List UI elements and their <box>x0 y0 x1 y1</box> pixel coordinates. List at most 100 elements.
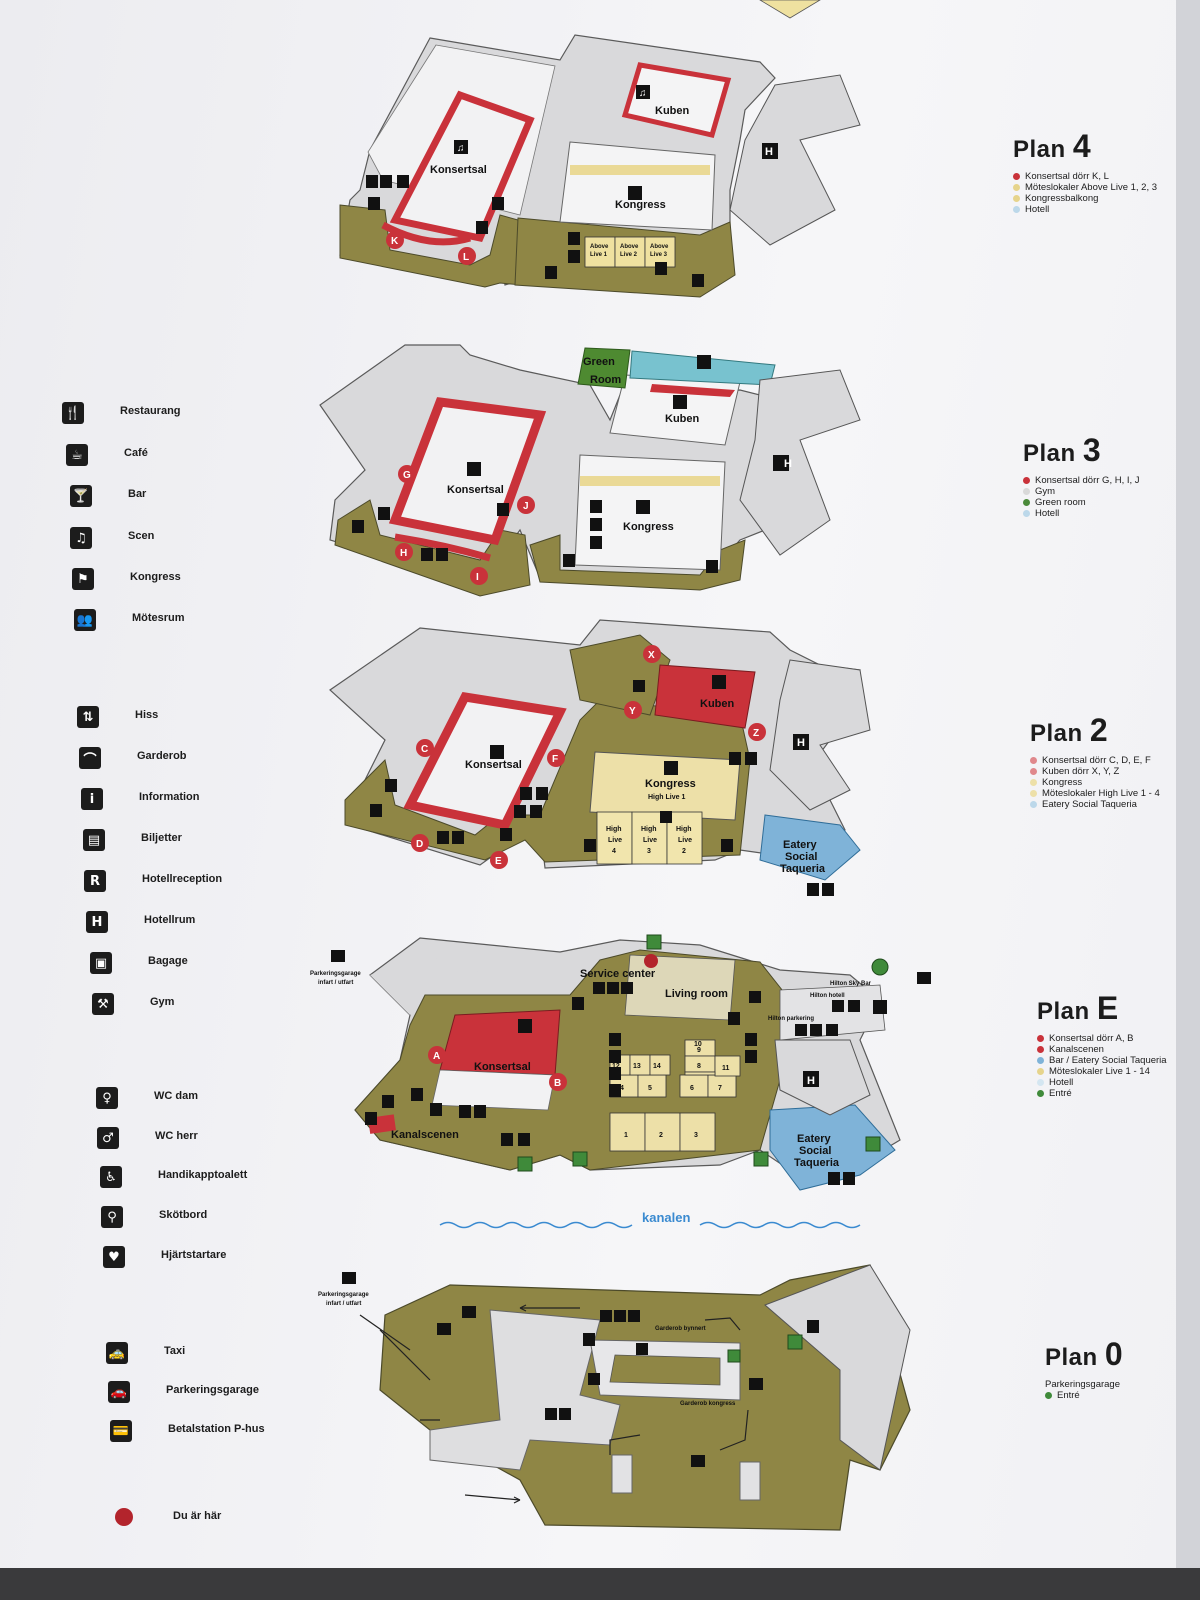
svg-text:4: 4 <box>620 1085 624 1092</box>
key-color-dot <box>1037 1079 1044 1086</box>
plan-0-title: Plan 0 <box>1045 1336 1123 1373</box>
plan-prefix: Plan <box>1030 720 1090 747</box>
parking-garage-icon: 🚗 <box>108 1381 130 1403</box>
key-text: Kongressbalkong <box>1025 193 1099 204</box>
key-text: Konsertsal dörr K, L <box>1025 171 1109 182</box>
p0-icons <box>342 1272 819 1467</box>
key-text: Entré <box>1049 1088 1072 1099</box>
pe-canal-label: kanalen <box>642 1210 690 1225</box>
key-color-dot <box>1030 790 1037 797</box>
svg-text:9: 9 <box>697 1047 701 1054</box>
plan-key-row: Green room <box>1023 497 1140 508</box>
key-text: Konsertsal dörr A, B <box>1049 1033 1134 1044</box>
accessible-toilet-icon: ♿ <box>100 1166 122 1188</box>
legend-item-taxi: 🚕Taxi <box>106 1342 185 1364</box>
key-color-dot <box>1037 1090 1044 1097</box>
p2-high-live-4-sub: Live <box>608 837 622 844</box>
p4-above-live-1-label: Above <box>590 244 609 250</box>
svg-text:5: 5 <box>648 1085 652 1092</box>
p3-icons <box>352 355 789 573</box>
p2-high-live-4-label: High <box>606 826 622 833</box>
legend-item-kongress: ⚑Kongress <box>72 568 181 590</box>
plan-number: 4 <box>1072 128 1092 164</box>
key-text: Hotell <box>1025 204 1050 215</box>
svg-text:H: H <box>400 548 407 559</box>
plan-key-row: Möteslokaler High Live 1 - 4 <box>1030 788 1160 799</box>
key-text: Möteslokaler High Live 1 - 4 <box>1042 788 1160 799</box>
plan-key-row: Konsertsal dörr K, L <box>1013 171 1157 182</box>
plan-e-eatery <box>769 1104 896 1191</box>
pe-you-are-here <box>644 954 658 968</box>
pe-hotel-parking-label: Hilton parkering <box>768 1016 814 1022</box>
key-text: Hotell <box>1049 1077 1074 1088</box>
pe-service-center-label: Service center <box>580 968 656 980</box>
svg-text:11: 11 <box>722 1065 730 1072</box>
p4-stage-icon: ♫ <box>454 140 468 154</box>
legend-item-betalstation-p-hus: 💳Betalstation P-hus <box>110 1420 265 1442</box>
svg-text:B: B <box>554 1078 561 1089</box>
svg-text:X: X <box>648 650 655 661</box>
svg-text:6: 6 <box>690 1085 694 1092</box>
plan-key-row: Hotell <box>1013 204 1157 215</box>
plan-number: 0 <box>1104 1336 1124 1372</box>
p0-cloakroom-congress-label: Garderob kongress <box>680 1401 736 1407</box>
plan-key-row: Konsertsal dörr A, B <box>1037 1033 1167 1044</box>
p4-wc-icons <box>366 175 704 287</box>
key-color-dot <box>1023 510 1030 517</box>
key-text: Konsertsal dörr C, D, E, F <box>1042 755 1151 766</box>
p2-door-e: E <box>490 851 508 869</box>
legend-item-mötesrum: 👥Mötesrum <box>74 609 185 631</box>
legend-label: Hotellreception <box>142 873 223 885</box>
pe-hotel-label: Hilton hotell <box>810 993 845 999</box>
p2-high-live-1-label: High Live 1 <box>648 794 685 801</box>
p4-above-live-1-sub: Live 1 <box>590 252 608 258</box>
elevator-icon: ⇅ <box>77 706 99 728</box>
p0-parking-label: Parkeringsgarage <box>318 1292 369 1298</box>
svg-text:K: K <box>391 236 399 247</box>
key-color-dot <box>1030 757 1037 764</box>
plan-number: 3 <box>1082 432 1102 468</box>
p2-high-live-2-sub: Live <box>678 837 692 844</box>
svg-text:C: C <box>421 744 428 755</box>
p2-high-live-4-num: 4 <box>612 848 616 855</box>
legend-label: Scen <box>128 530 155 542</box>
p4-above-live-2-label: Above <box>620 244 639 250</box>
p2-kongress-label: Kongress <box>645 778 696 790</box>
key-color-dot <box>1037 1046 1044 1053</box>
p3-konsertsal-label: Konsertsal <box>447 484 504 496</box>
legend-label: Gym <box>150 996 175 1008</box>
legend-label: Restaurang <box>120 405 181 417</box>
plan-key-row: Entré <box>1045 1390 1123 1401</box>
p3-kuben-label: Kuben <box>665 413 700 425</box>
plan-3-hotel <box>739 369 861 556</box>
p0-arrows <box>359 1304 749 1504</box>
pe-icons <box>331 950 931 1185</box>
key-color-dot <box>1037 1057 1044 1064</box>
floor <box>0 1568 1200 1600</box>
p4-above-live-3-sub: Live 3 <box>650 252 668 258</box>
pe-eatery-sub: Social <box>799 1145 831 1157</box>
key-text: Green room <box>1035 497 1086 508</box>
pe-eatery-sub2: Taqueria <box>794 1157 840 1169</box>
plan-prefix: Plan <box>1045 1344 1105 1371</box>
plan-subtitle: Parkeringsgarage <box>1045 1379 1120 1390</box>
plan-key-row: Möteslokaler Live 1 - 14 <box>1037 1066 1167 1077</box>
p4-above-live-2-sub: Live 2 <box>620 252 638 258</box>
p0-entrances <box>727 1334 803 1363</box>
svg-text:Y: Y <box>629 706 636 717</box>
p3-door-i: I <box>470 567 488 585</box>
plan-key-row: Konsertsal dörr C, D, E, F <box>1030 755 1160 766</box>
svg-text:F: F <box>552 754 558 765</box>
p2-high-live-3-label: High <box>641 826 657 833</box>
legend-label: Handikapptoalett <box>158 1169 248 1181</box>
bar-icon: 🍸 <box>70 485 92 507</box>
key-color-dot <box>1045 1392 1052 1399</box>
key-color-dot <box>1013 173 1020 180</box>
p2-icons <box>370 675 834 896</box>
plan-prefix: Plan <box>1037 998 1097 1025</box>
